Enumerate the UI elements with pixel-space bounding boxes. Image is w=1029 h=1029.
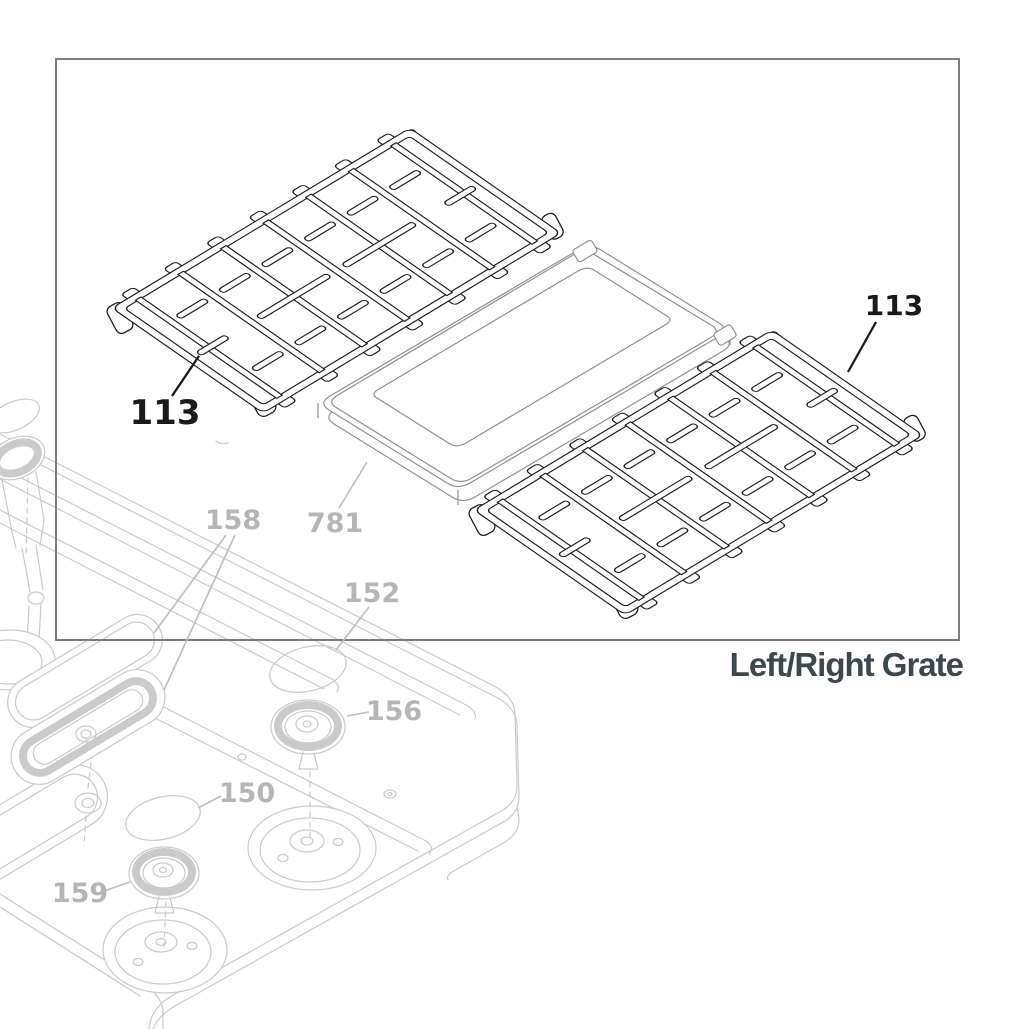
- center-burner-head: [270, 699, 346, 839]
- figure-title: Left/Right Grate: [730, 646, 964, 683]
- callout-oval-burner[interactable]: 158: [205, 505, 261, 536]
- center-burner-cap-recess: [269, 645, 347, 693]
- callout-center-cap[interactable]: 152: [344, 578, 400, 609]
- callout-left-burner[interactable]: 159: [52, 878, 108, 909]
- leader-113-right: [846, 321, 878, 373]
- callout-griddle[interactable]: 781: [307, 508, 363, 539]
- griddle-drawing: [317, 239, 737, 505]
- burner-bases: [0, 629, 397, 994]
- left-rear-burner-assembly: [0, 398, 46, 643]
- callout-left-cap[interactable]: 150: [219, 778, 275, 809]
- leader-150: [197, 795, 222, 809]
- leader-152: [335, 606, 370, 651]
- leader-156: [346, 711, 370, 717]
- figure-panel-border: [55, 58, 960, 641]
- leader-781: [338, 461, 368, 509]
- oval-burner-head: [10, 669, 166, 785]
- callout-center-burner[interactable]: 156: [366, 696, 422, 727]
- callout-left-grate[interactable]: 113: [130, 393, 201, 433]
- callout-right-grate[interactable]: 113: [865, 289, 923, 322]
- leader-159: [103, 881, 131, 892]
- leader-113-left: [171, 355, 200, 397]
- left-burner-cap-recess: [125, 795, 201, 841]
- leader-158: [153, 534, 236, 691]
- left-burner-head: [128, 846, 200, 947]
- cooktop-backdrop: [0, 398, 520, 1029]
